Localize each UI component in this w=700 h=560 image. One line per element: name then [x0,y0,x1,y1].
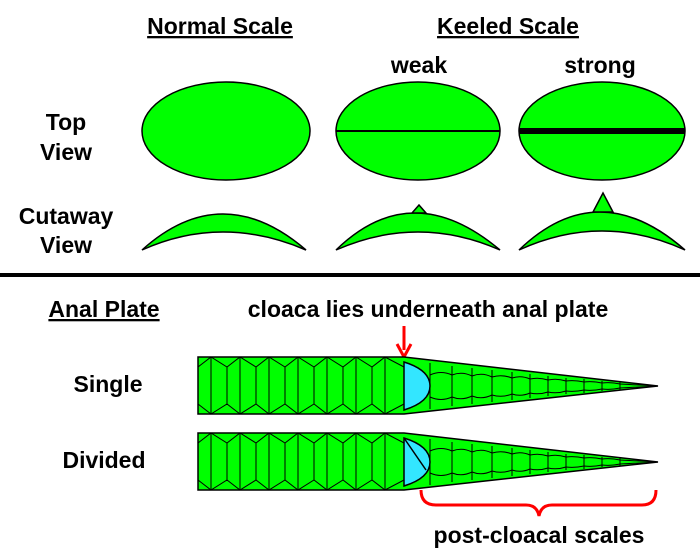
label-cutaway-view: View [40,232,92,258]
post-cloacal-brace [419,489,658,517]
weak-keel-scale-cutaway [335,212,501,251]
anal-plate-division [403,437,427,471]
label-cutaway: Cutaway [19,203,114,229]
annotation-cloaca: cloaca lies underneath anal plate [248,296,608,322]
label-single: Single [73,371,142,397]
label-top-view: View [40,139,92,165]
header-anal-plate: Anal Plate [48,296,159,322]
strong-keel-scale-cutaway [518,211,686,251]
label-strong: strong [564,52,636,78]
label-divided: Divided [62,447,145,473]
tail-divided [197,432,659,491]
label-weak: weak [390,52,447,78]
header-keeled-scale: Keeled Scale [437,13,579,39]
label-top: Top [46,109,86,135]
strong-keel-ridge [591,191,615,213]
header-normal-scale: Normal Scale [147,13,293,39]
tail-single [197,356,659,415]
annotation-post-cloacal: post-cloacal scales [434,522,645,548]
weak-keel-ridge [410,203,428,214]
normal-scale-cutaway [141,213,307,251]
normal-scale-top [141,81,311,181]
